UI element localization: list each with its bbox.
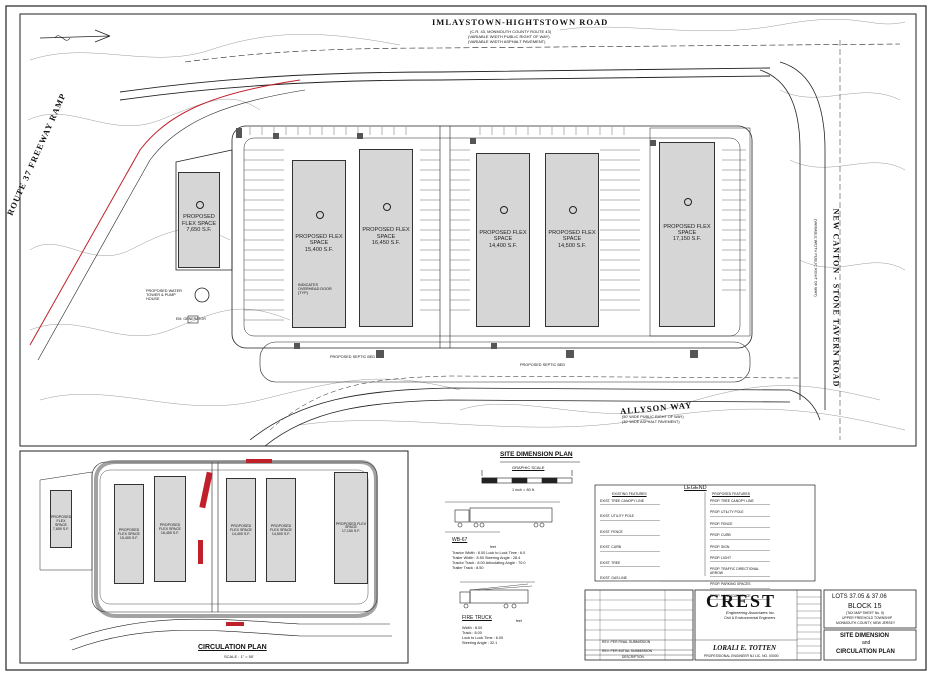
overhead-door-note: INDICATES OVERHEAD DOOR (TYP) [298, 283, 332, 295]
legend-proposed-item: PROP. HANDICAP SPACE [710, 594, 770, 601]
scale-note: 1 inch = 80 ft. [512, 488, 535, 492]
wb67-spec-1: Tractor Width : 8.00 Lock to Lock Time :… [452, 551, 526, 555]
engineer-license: PROFESSIONAL ENGINEER NJ LIC. NO. 00000 [704, 654, 779, 658]
fire-spec-4: Steering Angle : 32.1 [462, 641, 498, 645]
north-road-sub3: (VARIABLE WIDTH ASPHALT PAVEMENT) [468, 39, 546, 44]
county-label: MONMOUTH COUNTY, NEW JERSEY [836, 621, 896, 625]
circulation-plan-title: CIRCULATION PLAN [198, 644, 267, 651]
building-6-marker [684, 197, 692, 206]
legend-proposed-header: PROPOSED FEATURES [712, 492, 750, 496]
legend-proposed-item: PROP. FENCE [710, 522, 770, 529]
legend-proposed-item: PROP. UTILITY POLE [710, 511, 770, 517]
legend-proposed-item: PROP. TREE CANOPY LINE [710, 499, 770, 506]
wb67-title: WB-67 [452, 537, 468, 543]
block-label: BLOCK 15 [848, 603, 882, 610]
north-road-sub2: (VARIABLE WIDTH PUBLIC RIGHT OF WAY) [468, 34, 550, 39]
legend-proposed-item: PROP. TRAFFIC DIRECTIONAL ARROW [710, 568, 770, 578]
legend-existing-item: EXIST. CURB [600, 545, 660, 552]
revision-2: REV. PER INITIAL SUBMISSION [602, 649, 653, 653]
company-logo-text: CREST [706, 591, 777, 611]
legend-existing-list: EXIST. TREE CANOPY LINE EXIST. UTILITY PO… [600, 499, 700, 592]
company-subtitle: Engineering Associates Inc. [726, 610, 776, 615]
revision-1: REV. PER FINAL SUBMISSION [602, 640, 651, 644]
site-dimension-title: SITE DIMENSION PLAN [500, 451, 573, 458]
legend-title: LEGEND [684, 485, 707, 491]
company-description: Civil & Environmental Engineers [724, 616, 776, 620]
septic-bed-1-note: PROPOSED SEPTIC BED [330, 355, 376, 359]
legend-proposed-item: PROP. SIGN [710, 545, 770, 552]
engineer-name: LORALI E. TOTTEN [713, 644, 777, 652]
sheet-title-2: and [862, 640, 871, 646]
fire-truck-title: FIRE TRUCK [462, 615, 492, 621]
fire-spec-1: Width : 8.00 [462, 626, 483, 630]
generator-note: EM. GENERATOR [176, 317, 206, 321]
revision-header: DESCRIPTION [622, 655, 644, 659]
legend-existing-item: EXIST. GAS LINE [600, 576, 660, 583]
fire-truck-units: feet [516, 619, 522, 623]
east-road-sub: (VARIABLE WIDTH PUBLIC RIGHT OF WAY) [813, 219, 818, 297]
legend-existing-item: EXIST. TREE [600, 561, 660, 568]
graphic-scale-label: GRAPHIC SCALE [512, 465, 545, 470]
south-road-sub1: (50' WIDE PUBLIC RIGHT OF WAY) [622, 415, 684, 419]
fire-spec-2: Track : 8.00 [462, 631, 482, 635]
wb67-spec-4: Trailer Track : 8.50 [452, 566, 484, 570]
north-road-label: IMLAYSTOWN-HIGHTSTOWN ROAD [432, 17, 609, 27]
north-road-sub1: (C.R. 43, MONMOUTH COUNTY ROUTE 43) [470, 29, 552, 34]
legend-existing-header: EXISTING FEATURES [612, 492, 647, 496]
wb67-units: feet [490, 545, 496, 549]
legend-existing-item: EXIST. FENCE [600, 530, 660, 537]
circulation-plan-scale: SCALE : 1" = 50' [224, 654, 254, 659]
sheet-title-3: CIRCULATION PLAN [836, 649, 895, 655]
legend-proposed-list: PROP. TREE CANOPY LINE PROP. UTILITY POLE… [710, 499, 810, 606]
wb67-spec-3: Tractor Track : 8.00 Articulating Angle … [452, 561, 526, 565]
building-3-marker [383, 202, 391, 211]
lots-label: LOTS 37.05 & 37.06 [832, 594, 887, 600]
legend-proposed-item: PROP. LIGHT [710, 556, 770, 563]
legend-existing-item: EXIST. TREE CANOPY LINE [600, 499, 660, 506]
building-5-marker [569, 205, 577, 214]
water-tower-note: PROPOSED WATER TOWER & PUMP HOUSE [146, 289, 182, 301]
fire-spec-3: Lock to Lock Time : 6.00 [462, 636, 504, 640]
septic-bed-2-note: PROPOSED SEPTIC BED [520, 363, 566, 367]
legend-proposed-item: PROP. PARKING SPACES [710, 582, 770, 589]
township-label: UPPER FREEHOLD TOWNSHIP [842, 616, 893, 620]
building-2-marker [316, 210, 324, 219]
east-road-label: NEW CANTON - STONE TAVERN ROAD [831, 208, 841, 388]
wb67-spec-2: Trailer Width : 8.50 Steering Angle : 28… [452, 556, 521, 560]
building-1-marker [196, 201, 204, 210]
south-road-sub2: (30' WIDE ASPHALT PAVEMENT) [622, 420, 680, 424]
building-4-marker [500, 205, 508, 214]
legend-proposed-item: PROP. CURB [710, 533, 770, 540]
sheet-title-1: SITE DIMENSION [840, 633, 890, 639]
tax-map-label: (TAX MAP SHEET No. 5) [846, 611, 885, 615]
legend-existing-item: EXIST. UTILITY POLE [600, 515, 660, 521]
